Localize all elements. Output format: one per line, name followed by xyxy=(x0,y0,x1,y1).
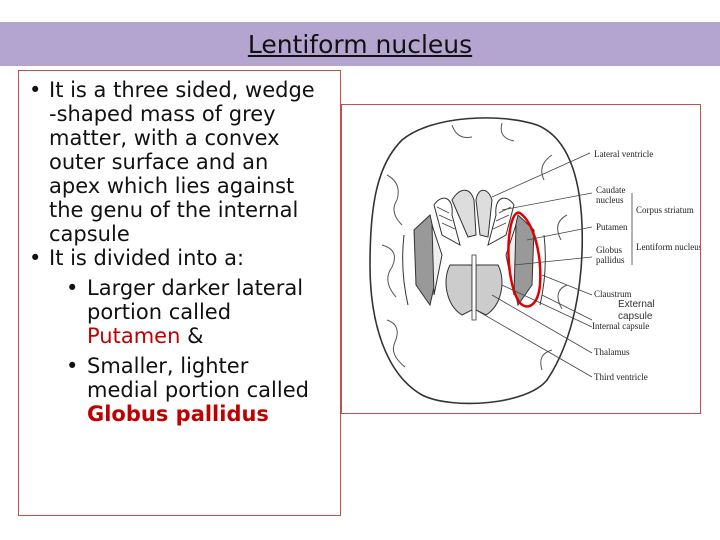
bullet-icon: • xyxy=(29,246,42,270)
bullet-text: It is a three sided, wedge-shaped mass o… xyxy=(49,78,315,246)
label-globus-pallidus: Globus xyxy=(596,245,623,255)
label-external-capsule-2: capsule xyxy=(618,311,653,322)
label-corpus-striatum: Corpus striatum xyxy=(636,205,694,215)
label-caudate-nucleus-2: nucleus xyxy=(596,195,624,205)
label-lateral-ventricle: Lateral ventricle xyxy=(594,149,653,159)
slide-title: Lentiform nucleus xyxy=(247,30,473,59)
label-third-ventricle: Third ventricle xyxy=(594,372,648,382)
bullet-list: • It is a three sided, wedge-shaped mass… xyxy=(19,78,340,426)
label-claustrum: Claustrum xyxy=(594,289,632,299)
text-box: • It is a three sided, wedge-shaped mass… xyxy=(18,70,341,516)
label-putamen: Putamen xyxy=(596,222,628,232)
bullet-text: It is divided into a: xyxy=(49,246,245,270)
label-external-capsule: External xyxy=(618,299,655,310)
globus-pallidus-term: Globus pallidus xyxy=(87,402,269,426)
brain-diagram: Lateral ventricle Caudate nucleus Corpus… xyxy=(369,117,700,405)
bullet-divided: • It is divided into a: xyxy=(19,246,340,270)
bullet-icon: • xyxy=(29,78,42,102)
label-caudate-nucleus: Caudate xyxy=(596,185,626,195)
label-globus-pallidus-2: pallidus xyxy=(596,255,625,265)
ampersand: & xyxy=(187,324,204,348)
brain-section-figure: Lateral ventricle Caudate nucleus Corpus… xyxy=(341,104,701,414)
label-internal-capsule: Internal capsule xyxy=(592,321,649,331)
putamen-term: Putamen xyxy=(87,324,181,348)
bullet-icon: • xyxy=(66,354,79,378)
bullet-icon: • xyxy=(66,276,79,300)
title-bar: Lentiform nucleus xyxy=(0,22,720,66)
label-thalamus: Thalamus xyxy=(594,347,630,357)
bullet-wedge: • It is a three sided, wedge-shaped mass… xyxy=(19,78,340,246)
label-lentiform-nucleus: Lentiform nucleus xyxy=(636,242,700,252)
